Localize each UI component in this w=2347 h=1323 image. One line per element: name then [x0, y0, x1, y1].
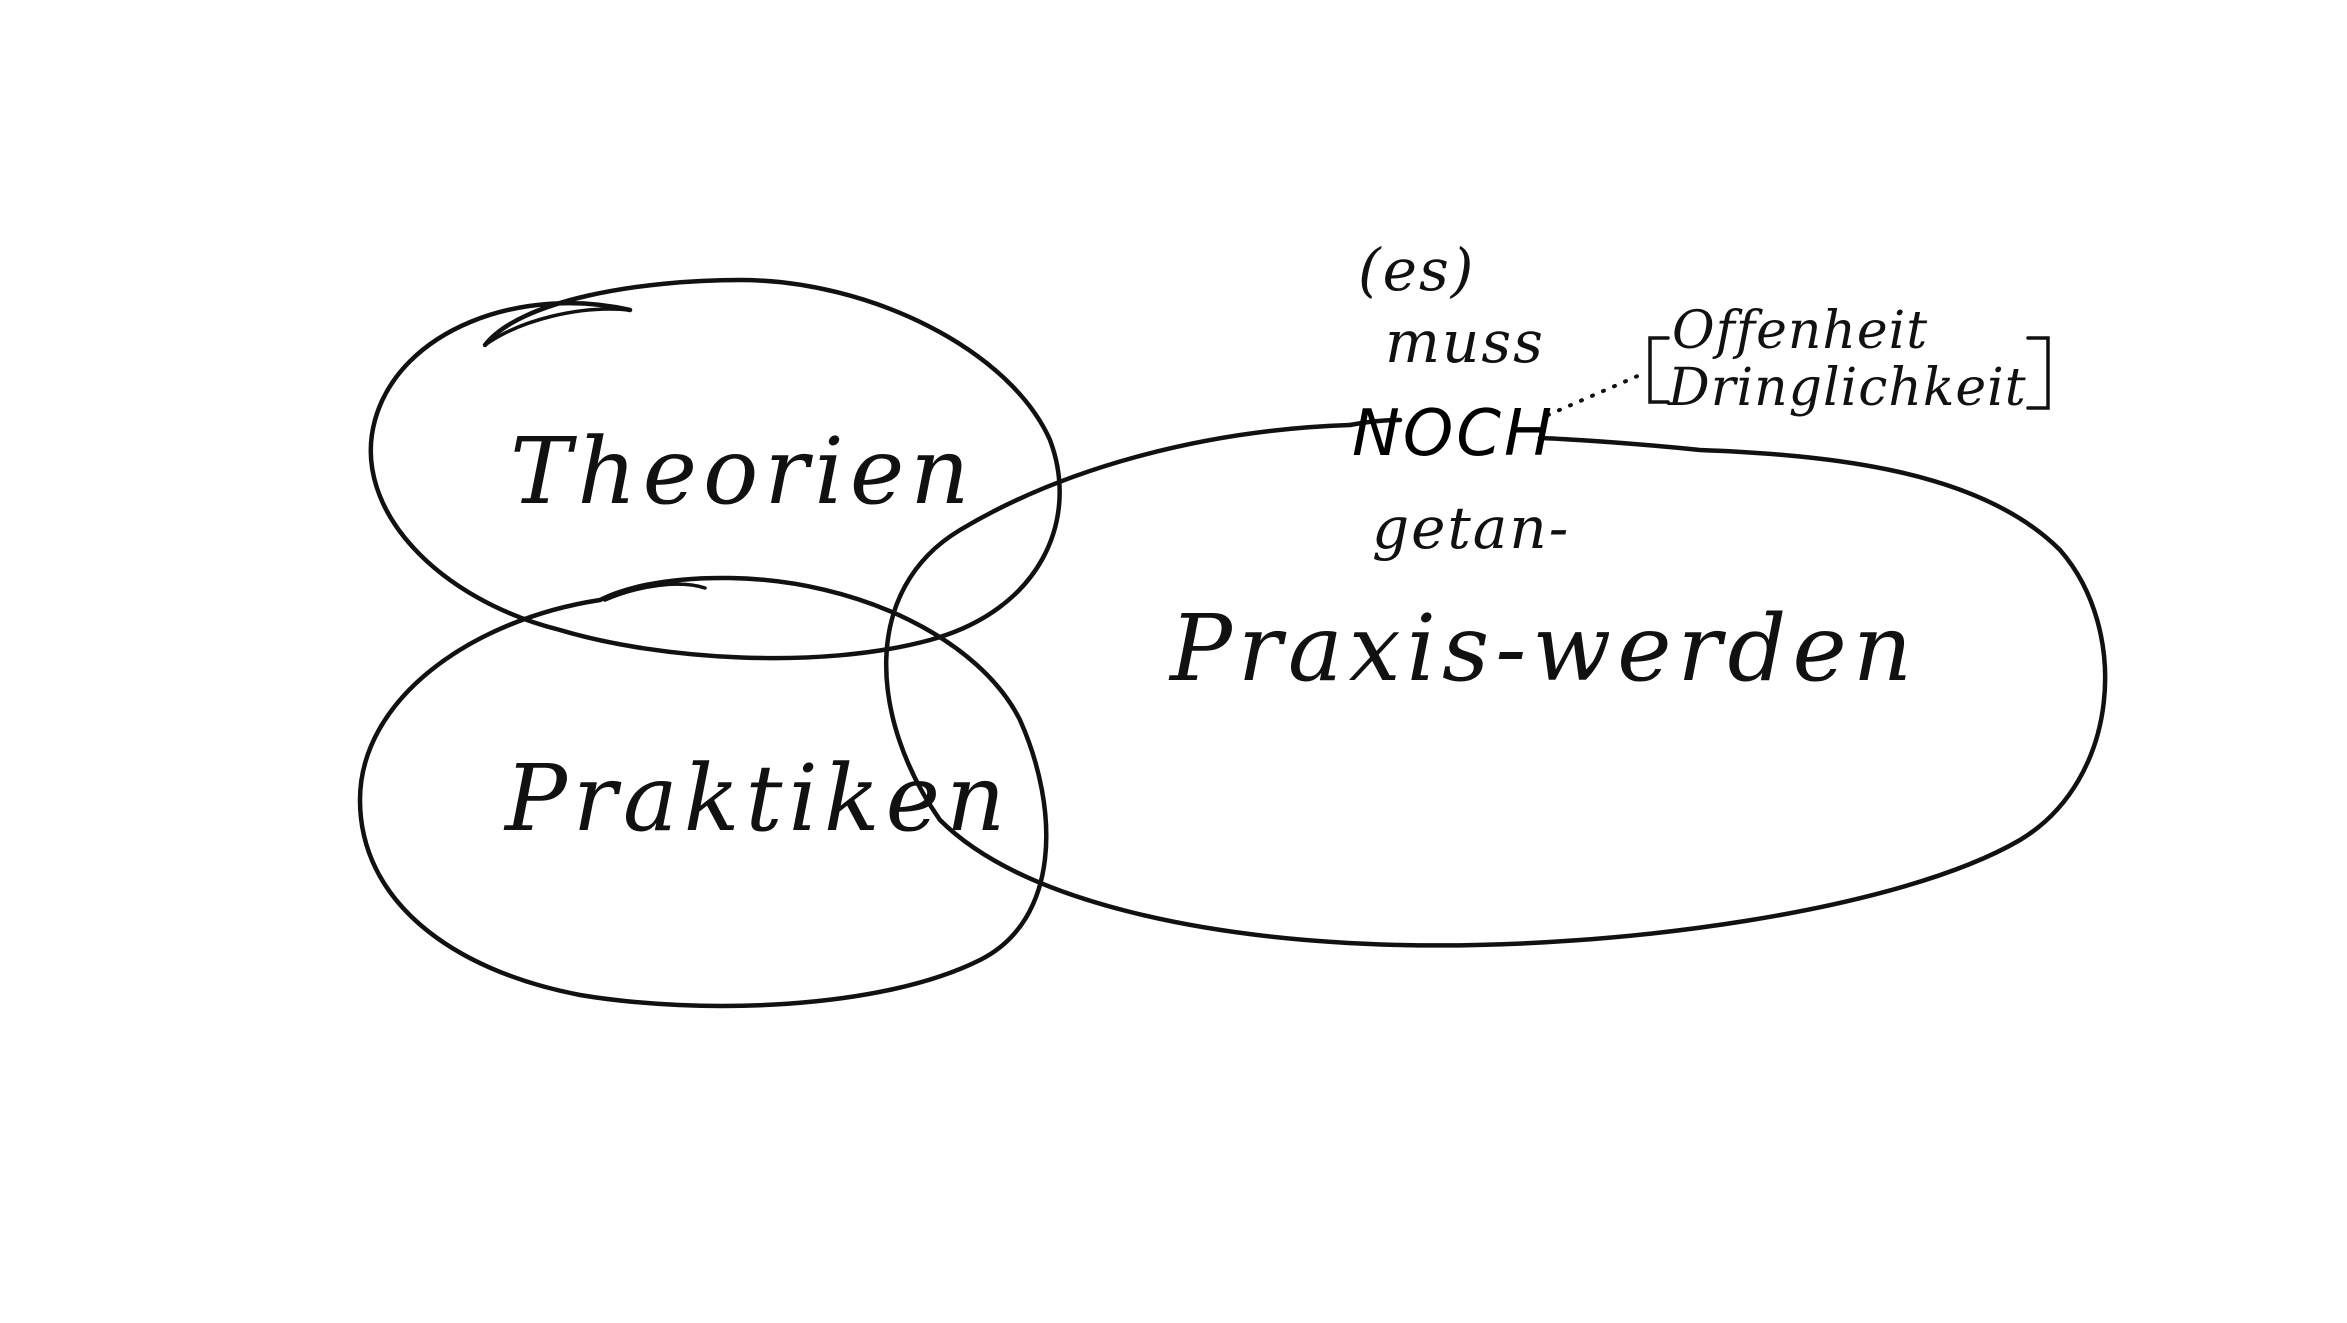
praktiken-ellipse — [357, 575, 1049, 1009]
theorien-ellipse — [368, 277, 1062, 661]
bracket — [1648, 336, 2050, 410]
dotted-connector — [1546, 373, 1642, 417]
theorien-label: Theorien — [510, 418, 976, 525]
annotation-noch: NOCH — [1352, 397, 1555, 471]
annotation-muss: muss — [1385, 308, 1545, 376]
annotation-es: (es) — [1358, 236, 1475, 304]
annotation-getan: getan- — [1372, 494, 1570, 562]
praxis-werden-ellipse — [884, 417, 2108, 948]
praktiken-label: Praktiken — [503, 745, 1011, 852]
praxis-werden-label: Praxis-werden — [1168, 595, 1918, 702]
bracket-note-dringlichkeit: Dringlichkeit — [1667, 358, 2027, 418]
bracket-note-offenheit: Offenheit — [1672, 301, 1928, 361]
